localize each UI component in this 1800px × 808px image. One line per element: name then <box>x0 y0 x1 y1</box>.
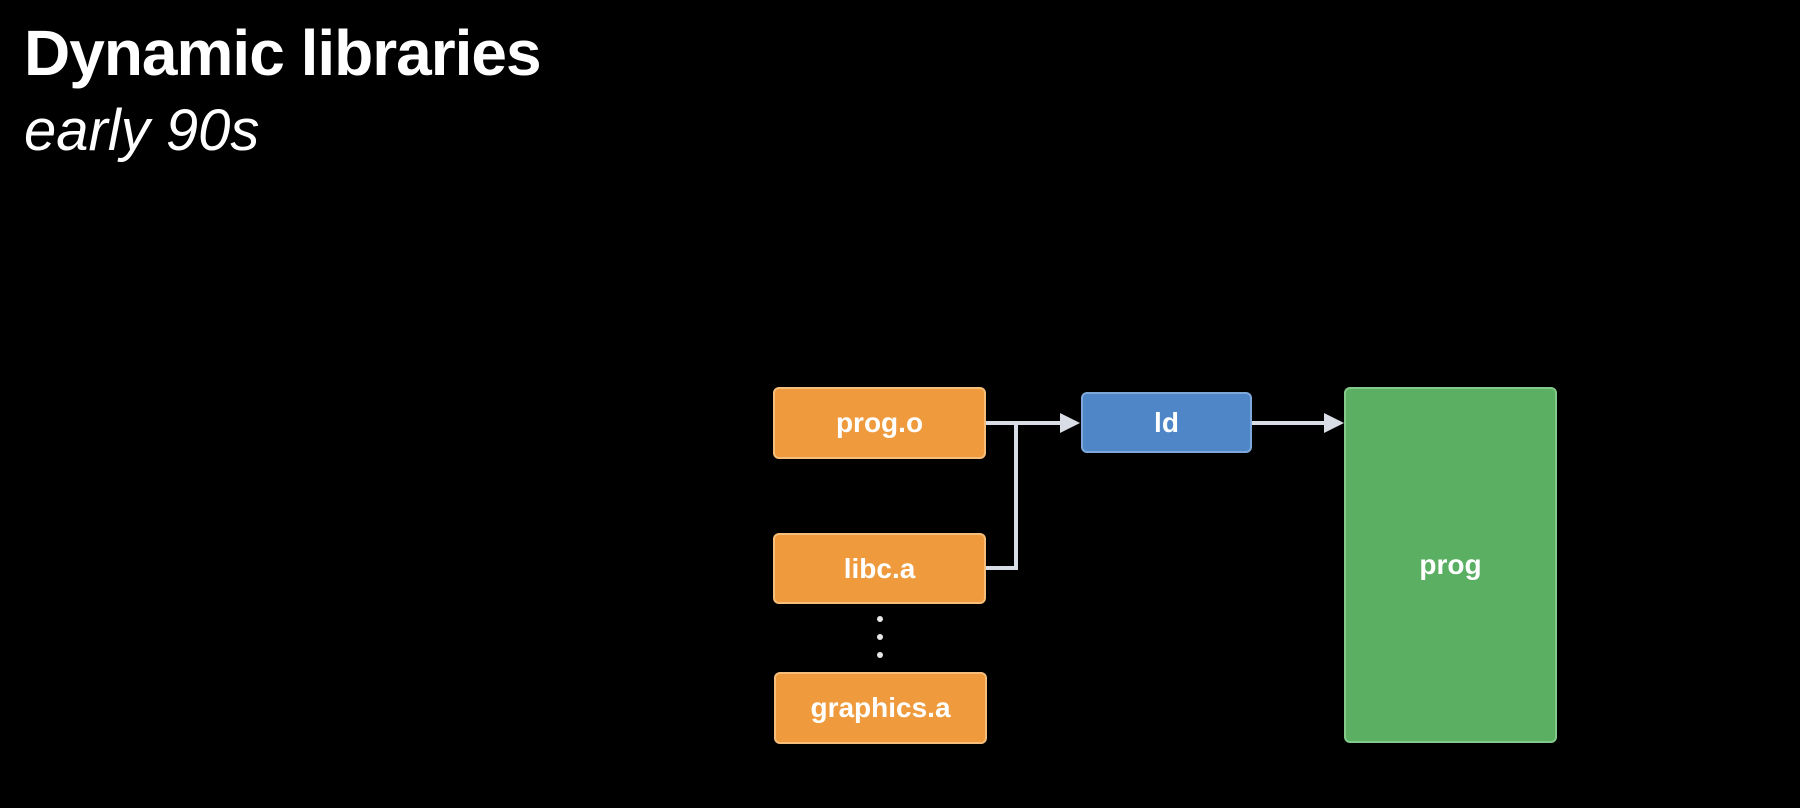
arrowhead-to-prog <box>1324 413 1344 433</box>
ellipsis-dot <box>877 634 883 640</box>
linker-box-label: ld <box>1154 406 1179 438</box>
linker-box-ld: ld <box>1081 392 1252 453</box>
slide-title: Dynamic libraries <box>24 17 542 89</box>
slide-subtitle: early 90s <box>24 98 260 163</box>
connector-libc-to-junction <box>986 423 1018 570</box>
input-box-label: graphics.a <box>810 692 951 723</box>
arrowhead-to-ld <box>1060 413 1080 433</box>
output-box-label: prog <box>1419 549 1482 580</box>
input-box-label: libc.a <box>843 552 916 584</box>
input-box-prog-o: prog.o <box>773 387 986 459</box>
ellipsis-dot <box>877 652 883 658</box>
input-box-libc-a: libc.a <box>773 533 986 604</box>
input-box-label: prog.o <box>835 407 924 438</box>
input-box-graphics-a: graphics.a <box>774 672 987 744</box>
ellipsis-dot <box>877 616 883 622</box>
output-box-prog: prog <box>1344 387 1557 743</box>
